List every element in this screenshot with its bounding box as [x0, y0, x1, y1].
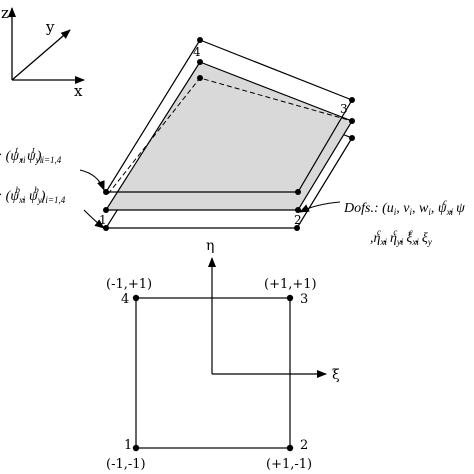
eta-axis-label: η	[206, 238, 214, 254]
node-dot	[294, 225, 300, 231]
node-dot	[103, 207, 109, 213]
parent-node-label-1: 1	[124, 438, 132, 453]
node-dot	[349, 97, 355, 103]
node-dot	[286, 444, 294, 452]
parent-coord-3: (+1,+1)	[264, 277, 317, 292]
parent-node-label-2: 2	[300, 438, 308, 453]
node-dot	[132, 444, 140, 452]
svg-text:,ηxic, ηyic, ξxic, ξy: ,ηxic, ηyic, ξxic, ξy	[370, 227, 432, 247]
node-dot	[349, 118, 355, 124]
node-dot	[349, 135, 355, 141]
parent-node-label-4: 4	[121, 292, 129, 307]
xi-axis-label: ξ	[332, 367, 340, 383]
top-dof-arrow	[79, 169, 105, 191]
global-axes: z y x	[1, 4, 85, 100]
svg-text:Dofs.: (ui, vi, wi, ψxic, ψ: Dofs.: (ui, vi, wi, ψxic, ψ	[343, 197, 465, 217]
node-dot	[197, 37, 203, 43]
layered-element: 4 3 1 2	[79, 37, 355, 231]
node-dot	[197, 75, 203, 81]
parent-square	[135, 297, 291, 449]
node-dot	[286, 294, 294, 302]
node-dot	[295, 189, 301, 195]
core-layer-face	[104, 61, 353, 211]
main-dof-arrow	[299, 201, 341, 213]
y-axis-label: y	[45, 18, 55, 36]
x-axis-label: x	[74, 82, 83, 100]
bottom-dof-arrow	[83, 209, 105, 229]
z-axis-label: z	[1, 4, 9, 22]
parent-coord-4: (-1,+1)	[106, 277, 152, 292]
svg-text:.: (ψxib, ψyib)i=1,4: .: (ψxib, ψyib)i=1,4	[0, 185, 66, 205]
y-axis	[11, 29, 71, 81]
node-label-2: 2	[294, 213, 302, 227]
node-dot	[197, 59, 203, 65]
svg-text:.: (ψxit, ψyit)i=1,4: .: (ψxit, ψyit)i=1,4	[0, 145, 62, 165]
node-label-4: 4	[193, 45, 201, 59]
main-dof-label: Dofs.: (ui, vi, wi, ψxic, ψ ,ηxic, ηyic,…	[343, 197, 465, 247]
node-dot	[132, 294, 140, 302]
bottom-dof-label: .: (ψxib, ψyib)i=1,4	[0, 185, 66, 205]
top-dof-label: .: (ψxit, ψyit)i=1,4	[0, 145, 62, 165]
parent-element: η ξ 4 3 1 2 (-1,+1) (+1,+1) (-1,-1) (+1,…	[106, 238, 340, 472]
parent-coord-2: (+1,-1)	[266, 457, 312, 472]
parent-node-label-3: 3	[300, 292, 308, 307]
parent-coord-1: (-1,-1)	[106, 457, 146, 472]
node-label-3: 3	[340, 102, 348, 116]
